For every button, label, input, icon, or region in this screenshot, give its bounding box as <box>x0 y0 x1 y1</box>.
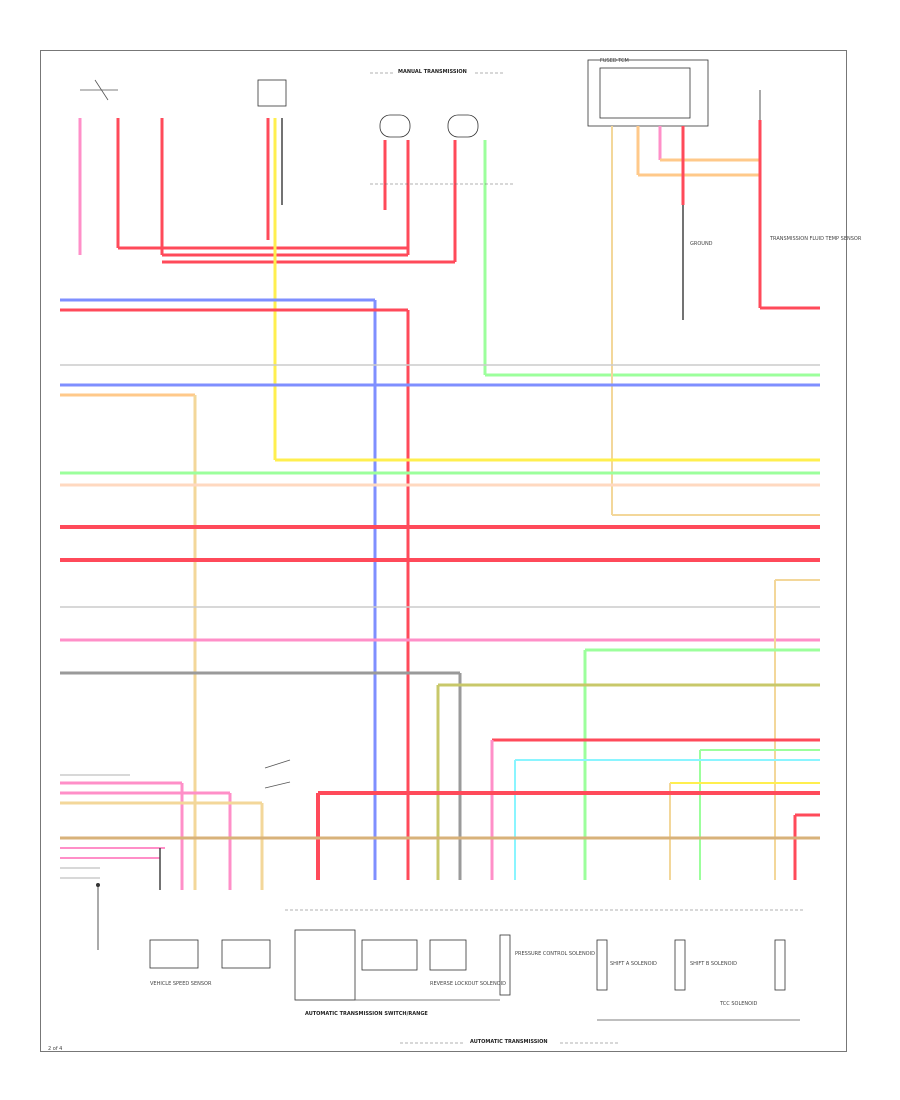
shift-b-solenoid <box>674 939 686 991</box>
vss-label: VEHICLE SPEED SENSOR <box>150 981 212 987</box>
range-switch-assembly <box>294 929 356 1001</box>
diagram-frame <box>40 50 847 1052</box>
auto-switch-title: AUTOMATIC TRANSMISSION SWITCH/RANGE <box>305 1011 428 1017</box>
manual-transmission-title: MANUAL TRANSMISSION <box>398 69 467 75</box>
automatic-transmission-title: AUTOMATIC TRANSMISSION <box>470 1039 548 1045</box>
reverse-lockout-solenoid <box>447 114 479 138</box>
tcm-relay-box <box>257 79 287 107</box>
tcc-label: TCC SOLENOID <box>719 1001 758 1007</box>
speed-sensor-2 <box>221 939 271 969</box>
page-number: 2 of 4 <box>48 1046 62 1052</box>
pressure-control-label: PRESSURE CONTROL SOLENOID <box>515 951 595 957</box>
tcm-label: FUSED TCM <box>600 58 629 64</box>
reverse-lockout-label: REVERSE LOCKOUT SOLENOID <box>430 981 506 987</box>
shift-a-solenoid <box>596 939 608 991</box>
solenoid-pack-b <box>429 939 467 971</box>
ground-label: GROUND <box>690 241 713 247</box>
shift-a-label: SHIFT A SOLENOID <box>610 961 657 967</box>
solenoid-pack-a <box>361 939 418 971</box>
pressure-control-solenoid <box>499 934 511 996</box>
transmission-range-switch-inner <box>599 67 691 119</box>
backup-lamp-switch <box>379 114 411 138</box>
tcc-solenoid <box>774 939 786 991</box>
shift-b-label: SHIFT B SOLENOID <box>690 961 737 967</box>
speed-sensor-1 <box>149 939 199 969</box>
fluid-temp-label: TRANSMISSION FLUID TEMP SENSOR <box>769 236 862 242</box>
